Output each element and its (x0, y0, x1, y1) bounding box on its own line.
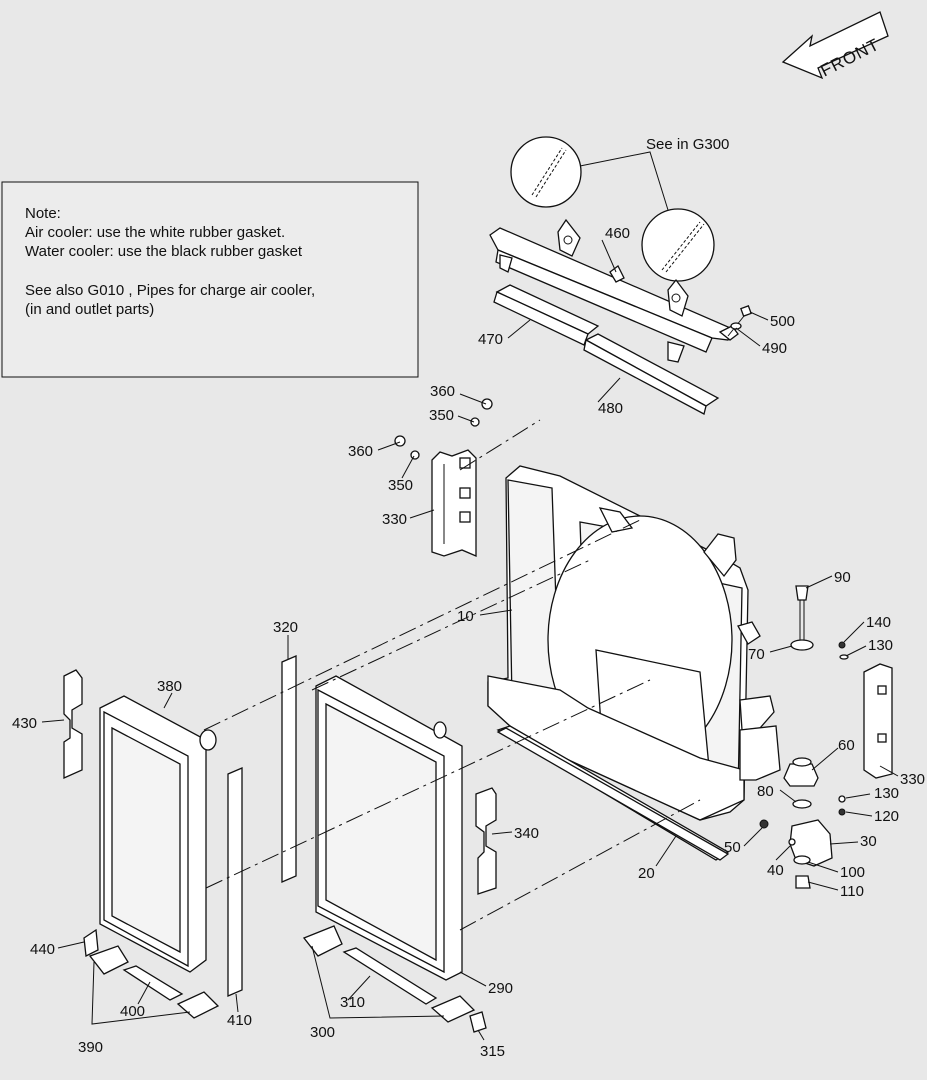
callout-90: 90 (834, 569, 851, 586)
cooler-290 (315, 675, 463, 981)
callout-120: 120 (874, 808, 899, 825)
callout-labels: 460 500 490 470 480 360 350 360 350 330 … (12, 225, 925, 1060)
bottom-parts (83, 925, 487, 1033)
note-line-6: (in and outlet parts) (25, 301, 154, 318)
reference-label: See in G300 (646, 136, 729, 153)
reference-details: See in G300 (510, 136, 729, 282)
callout-110: 110 (840, 883, 864, 900)
callout-80: 80 (757, 783, 774, 800)
gasket-320 (281, 655, 297, 883)
callout-430: 430 (12, 715, 37, 732)
gasket-430 (63, 669, 83, 780)
gasket-340 (475, 787, 497, 895)
note-line-3: Water cooler: use the black rubber gaske… (25, 243, 303, 260)
callout-480: 480 (598, 400, 623, 417)
mount-hardware (759, 585, 849, 889)
callout-410: 410 (227, 1012, 252, 1029)
strip-20 (496, 727, 730, 861)
callout-10: 10 (457, 608, 474, 625)
callout-440: 440 (30, 941, 55, 958)
note-box: Note: Air cooler: use the white rubber g… (1, 181, 419, 378)
callout-350-left: 350 (388, 477, 413, 494)
callout-470: 470 (478, 331, 503, 348)
callout-330-right: 330 (900, 771, 925, 788)
callout-340: 340 (514, 825, 539, 842)
cooler-380 (99, 695, 217, 973)
callout-315: 315 (480, 1043, 505, 1060)
callout-360-left: 360 (348, 443, 373, 460)
note-line-5: See also G010 , Pipes for charge air coo… (25, 282, 315, 299)
callout-70: 70 (748, 646, 765, 663)
callout-460: 460 (605, 225, 630, 242)
callout-360-top: 360 (430, 383, 455, 400)
leader-lines (41, 239, 899, 1041)
callout-290: 290 (488, 980, 513, 997)
callout-300: 300 (310, 1024, 335, 1041)
callout-400: 400 (120, 1003, 145, 1020)
upper-bracket-460 (489, 218, 739, 363)
alignment-lines (203, 419, 701, 931)
callout-380: 380 (157, 678, 182, 695)
callout-60: 60 (838, 737, 855, 754)
callout-50: 50 (724, 839, 741, 856)
callout-350-top: 350 (429, 407, 454, 424)
callout-30: 30 (860, 833, 877, 850)
callout-320: 320 (273, 619, 298, 636)
callout-20: 20 (638, 865, 655, 882)
callout-310: 310 (340, 994, 365, 1011)
gasket-410 (227, 767, 243, 997)
note-line-1: Note: (25, 205, 61, 222)
callout-390: 390 (78, 1039, 103, 1056)
callout-500: 500 (770, 313, 795, 330)
screws-upper-right (727, 305, 752, 337)
callout-130-bottom: 130 (874, 785, 899, 802)
callout-130-top: 130 (868, 637, 893, 654)
callout-490: 490 (762, 340, 787, 357)
side-plate-330-right (863, 663, 893, 779)
seal-strips (493, 284, 720, 415)
front-arrow: FRONT (781, 11, 889, 80)
callout-140: 140 (866, 614, 891, 631)
note-line-2: Air cooler: use the white rubber gasket. (25, 224, 285, 241)
callout-330-left: 330 (382, 511, 407, 528)
callout-100: 100 (840, 864, 865, 881)
callout-40: 40 (767, 862, 784, 879)
